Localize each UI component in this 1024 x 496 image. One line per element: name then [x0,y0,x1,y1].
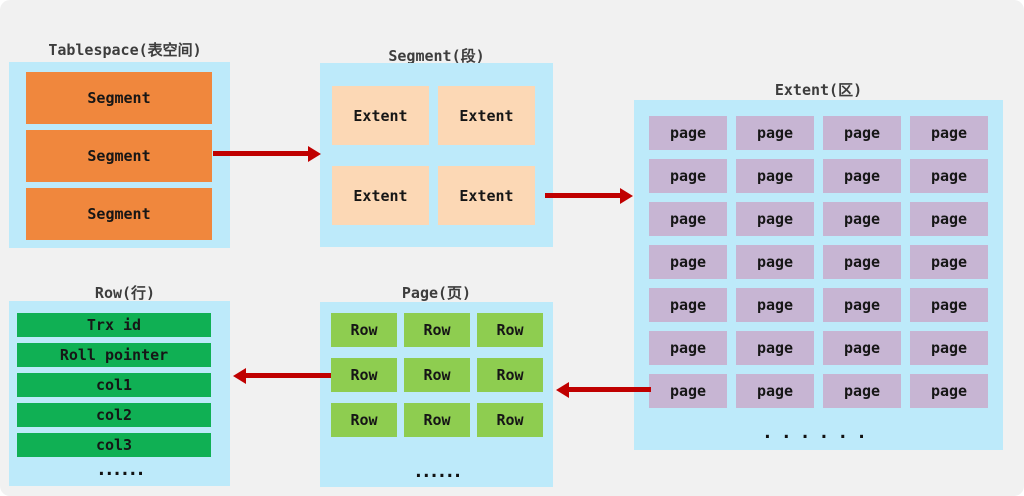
page-box: page [823,116,901,150]
arrow-page-to-row [246,373,331,378]
page-box: page [736,331,814,365]
row-box: Row [331,403,397,437]
segment-box: Segment [26,72,212,124]
row-box: Row [477,358,543,392]
page-box: page [823,245,901,279]
field-list: Trx id Roll pointer col1 col2 col3 [17,313,211,457]
row-title: Row(行) [94,284,156,302]
row-field: col2 [17,403,211,427]
page-box: page [910,245,988,279]
page-box: page [736,374,814,408]
extent-ellipsis: ...... [761,422,876,443]
page-box: page [910,202,988,236]
row-box: Row [404,403,470,437]
extent-box: Extent [332,166,429,225]
page-ellipsis: ...... [412,461,463,482]
extent-box: Extent [332,86,429,145]
row-box: Row [404,313,470,347]
page-box: page [823,288,901,322]
row-box: Row [404,358,470,392]
page-box: page [649,331,727,365]
page-grid: page page page page page page page page page page… [649,116,988,408]
page-box: page [649,288,727,322]
tablespace-title: Tablespace(表空间) [48,41,202,59]
segment-box: Segment [26,130,212,182]
page-box: page [736,202,814,236]
page-box: page [649,245,727,279]
page-box: page [736,159,814,193]
page-box: page [910,288,988,322]
page-box: page [649,116,727,150]
arrow-tablespace-to-segment [213,151,308,156]
page-box: page [649,374,727,408]
extent-title: Extent(区) [774,81,863,99]
extent-box: Extent [438,86,535,145]
page-box: page [823,374,901,408]
row-box: Row [331,358,397,392]
row-field: Trx id [17,313,211,337]
page-title: Page(页) [401,284,472,302]
page-box: page [649,202,727,236]
page-box: page [823,159,901,193]
page-box: page [736,116,814,150]
page-box: page [910,331,988,365]
arrow-extent-to-page [569,387,651,392]
page-box: page [736,245,814,279]
row-field: col3 [17,433,211,457]
segment-title: Segment(段) [388,47,485,65]
row-box: Row [477,403,543,437]
row-box: Row [477,313,543,347]
page-box: page [910,116,988,150]
page-box: page [823,331,901,365]
page-box: page [649,159,727,193]
extent-panel: page page page page page page page page page page… [634,100,1003,450]
page-box: page [823,202,901,236]
row-box: Row [331,313,397,347]
arrow-segment-to-extent [545,193,620,198]
row-panel: Trx id Roll pointer col1 col2 col3 ...... [9,301,230,486]
page-box: page [910,374,988,408]
page-box: page [736,288,814,322]
row-ellipsis: ...... [95,459,146,480]
segment-box: Segment [26,188,212,240]
page-box: page [910,159,988,193]
extent-box: Extent [438,166,535,225]
row-field: Roll pointer [17,343,211,367]
row-field: col1 [17,373,211,397]
